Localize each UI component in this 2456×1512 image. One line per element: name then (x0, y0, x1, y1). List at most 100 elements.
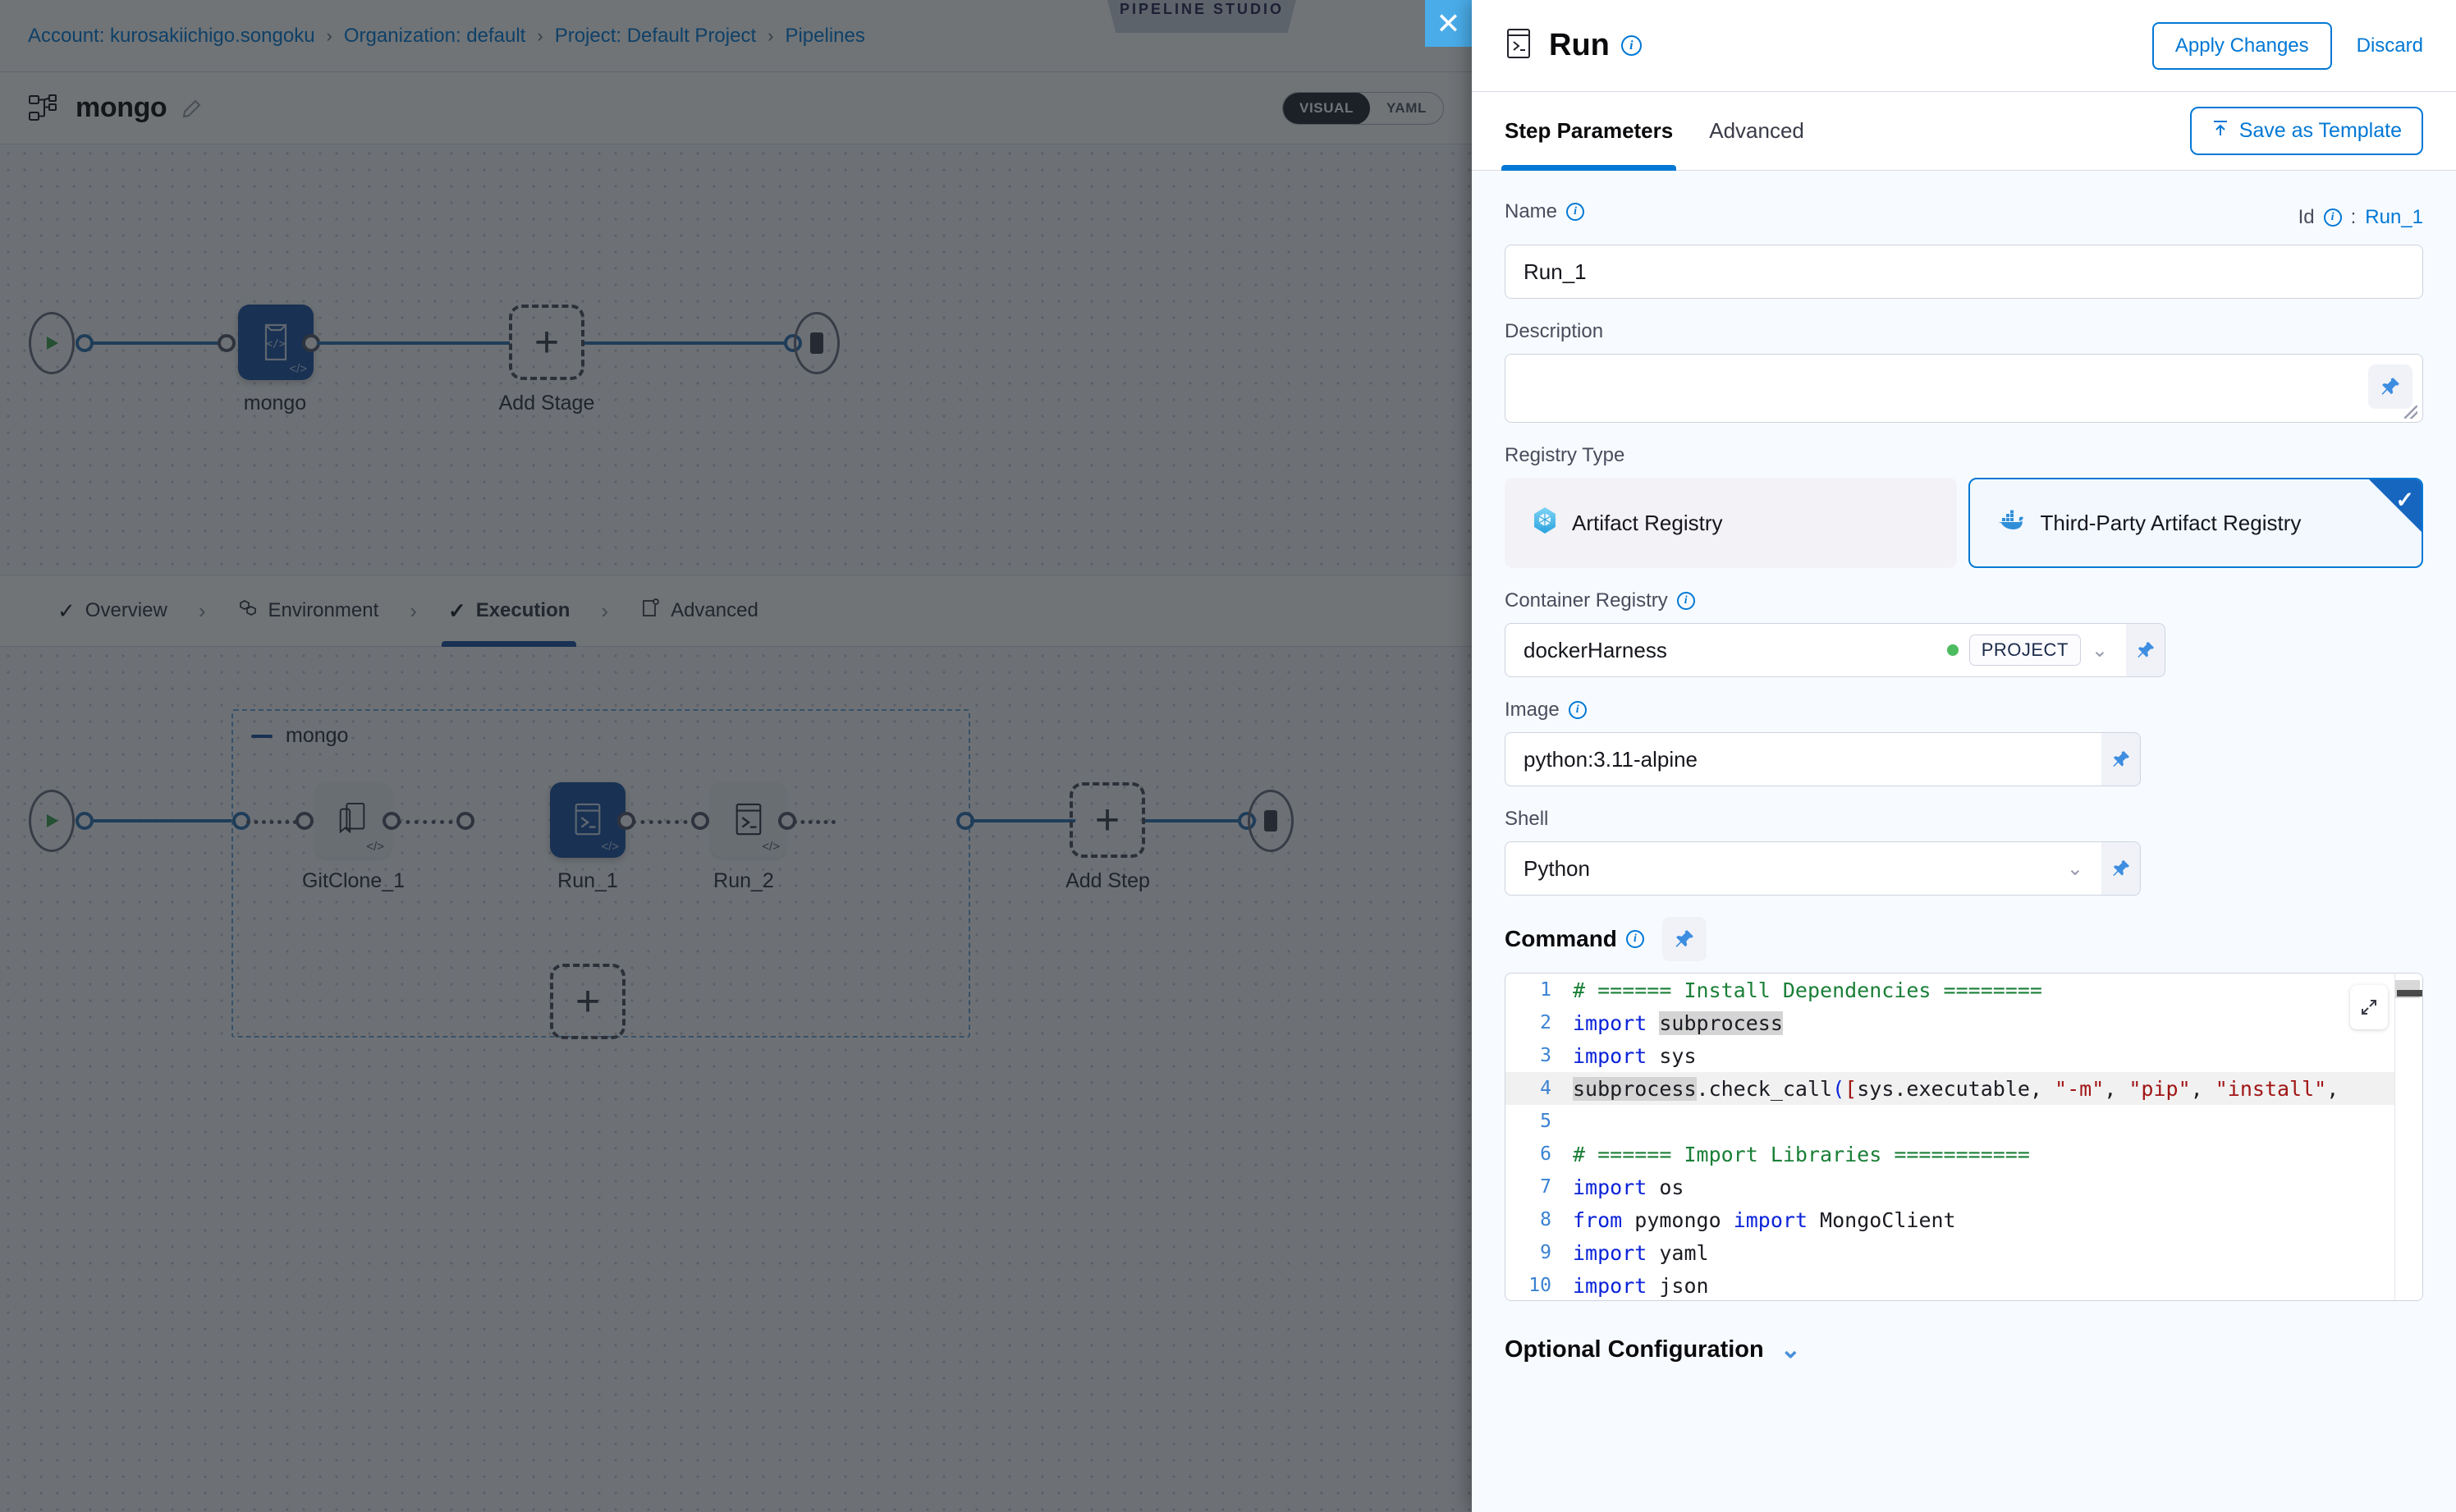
info-icon[interactable]: i (2323, 208, 2342, 227)
scope-status-dot (1946, 644, 1959, 656)
command-block: Command i 1# ====== Ins (1505, 917, 2423, 1301)
close-icon[interactable]: ✕ (1425, 0, 1472, 47)
image-label: Image (1505, 699, 1560, 721)
execution-canvas[interactable]: mongo </> GitClone_1 (0, 648, 1472, 1512)
description-field-block: Description (1505, 320, 2423, 423)
pin-icon[interactable] (1661, 917, 1707, 961)
code-text: subprocess.check_call([sys.executable, "… (1573, 1076, 2339, 1101)
line-number: 6 (1540, 1143, 1551, 1165)
container-registry-value: dockerHarness (1524, 637, 1667, 662)
add-parallel-step-button[interactable]: + (550, 964, 625, 1039)
pin-icon[interactable] (2368, 364, 2412, 409)
execution-end-node (1248, 790, 1294, 852)
step-node-gitclone-1[interactable]: </> (315, 782, 391, 858)
step-group-label: mongo (286, 724, 349, 747)
step-node-run-1-label: Run_1 (557, 869, 618, 892)
check-icon: ✓ (57, 598, 76, 623)
run1-in-port (456, 812, 474, 830)
view-mode-visual[interactable]: VISUAL (1283, 92, 1370, 124)
tab-environment[interactable]: Environment (219, 575, 397, 647)
editor-scrollbar[interactable] (2394, 974, 2422, 1300)
info-icon[interactable]: i (1568, 701, 1587, 719)
name-label: Name (1505, 200, 1558, 222)
info-icon[interactable]: i (1625, 930, 1644, 948)
container-registry-label-row: Container Registry i (1505, 589, 2423, 612)
name-field-block: Name i Id i : Run_1 Run_1 (1505, 200, 2423, 299)
registry-option-third-party[interactable]: Third-Party Artifact Registry ✓ (1968, 478, 2423, 568)
info-icon[interactable]: i (1620, 35, 1642, 56)
add-step-plus-icon: + (1094, 796, 1120, 844)
breadcrumb-project[interactable]: Project: Default Project (554, 24, 757, 47)
breadcrumb-account[interactable]: Account: kurosakiichigo.songoku (28, 24, 315, 47)
stage-code-badge-icon: </> (289, 362, 307, 376)
add-stage-button[interactable]: + (509, 305, 584, 380)
tab-advanced[interactable]: Advanced (621, 575, 777, 647)
view-mode-toggle[interactable]: VISUAL YAML (1282, 91, 1444, 125)
add-step-label: Add Step (1065, 869, 1150, 892)
tab-overview[interactable]: ✓ Overview (39, 575, 186, 647)
shell-block: Shell Python ⌄ (1505, 808, 2423, 896)
step-node-gitclone-1-label: GitClone_1 (301, 869, 406, 892)
add-step-button[interactable]: + (1070, 782, 1145, 858)
stop-icon (810, 332, 823, 354)
stage-canvas[interactable]: </> </> mongo + Add Stage (0, 145, 1472, 574)
id-label: Id (2298, 205, 2315, 228)
registry-option-artifact-registry[interactable]: Artifact Registry (1505, 478, 1957, 568)
resize-grip-icon[interactable] (2404, 405, 2417, 419)
scope-badge: PROJECT (1968, 635, 2081, 666)
name-input[interactable]: Run_1 (1505, 245, 2423, 299)
code-line: 4 subprocess.check_call([sys.executable, … (1505, 1072, 2422, 1105)
step-node-run-1[interactable]: </> (550, 782, 625, 858)
step-code-badge-icon: </> (601, 840, 619, 854)
stage-tab-strip: ✓ Overview › Environment › ✓ Execution › (0, 575, 1472, 647)
tab-execution[interactable]: ✓ Execution (430, 575, 589, 647)
info-icon[interactable]: i (1676, 592, 1695, 610)
pin-icon[interactable] (2101, 841, 2141, 896)
image-label-row: Image i (1505, 699, 2423, 722)
save-as-template-button[interactable]: Save as Template (2189, 107, 2423, 155)
pin-icon[interactable] (2101, 732, 2141, 786)
description-textarea[interactable] (1505, 354, 2423, 423)
image-input[interactable]: python:3.11-alpine (1505, 732, 2101, 786)
chevron-down-icon[interactable]: ⌄ (2091, 639, 2108, 662)
docker-icon (1998, 510, 2026, 537)
discard-button[interactable]: Discard (2356, 34, 2423, 57)
container-registry-input[interactable]: dockerHarness PROJECT ⌄ (1505, 623, 2126, 677)
code-lines: 1# ====== Install Dependencies ========2… (1505, 974, 2422, 1300)
tab-advanced[interactable]: Advanced (1709, 118, 1804, 143)
id-separator: : (2350, 205, 2357, 228)
pencil-icon[interactable] (181, 98, 203, 119)
expand-icon[interactable] (2350, 985, 2388, 1029)
command-code-editor[interactable]: 1# ====== Install Dependencies ========2… (1505, 973, 2423, 1301)
edge-run2-to-group-out (793, 820, 836, 824)
line-number: 1 (1540, 979, 1551, 1001)
line-number: 4 (1540, 1078, 1551, 1099)
apply-changes-button[interactable]: Apply Changes (2151, 21, 2332, 70)
edge-start-to-mongo (90, 341, 226, 345)
image-value: python:3.11-alpine (1524, 746, 1698, 772)
save-as-template-label: Save as Template (2238, 119, 2402, 142)
collapse-icon[interactable] (251, 734, 273, 738)
breadcrumb-pipelines[interactable]: Pipelines (785, 24, 865, 47)
tab-step-parameters[interactable]: Step Parameters (1501, 92, 1677, 171)
code-text: import subprocess (1573, 1010, 1783, 1035)
optional-configuration-toggle[interactable]: Optional Configuration ⌄ (1505, 1336, 2423, 1364)
breadcrumb-organization[interactable]: Organization: default (343, 24, 526, 47)
check-icon: ✓ (2395, 488, 2414, 512)
edge-addstage-to-end (584, 341, 790, 345)
step-group-header[interactable]: mongo (251, 724, 348, 748)
chevron-down-icon[interactable]: ⌄ (2066, 857, 2083, 880)
shell-select[interactable]: Python ⌄ (1505, 841, 2101, 896)
id-value: Run_1 (2365, 205, 2423, 228)
pin-icon[interactable] (2126, 623, 2165, 677)
info-icon[interactable]: i (1566, 203, 1585, 221)
tab-advanced-label: Advanced (671, 599, 758, 621)
add-parallel-plus-icon: + (575, 978, 601, 1025)
panel-body: Name i Id i : Run_1 Run_1 Description (1472, 171, 2456, 1512)
check-icon: ✓ (447, 598, 466, 623)
view-mode-yaml[interactable]: YAML (1386, 99, 1427, 116)
step-node-run-2[interactable]: </> (711, 782, 786, 858)
